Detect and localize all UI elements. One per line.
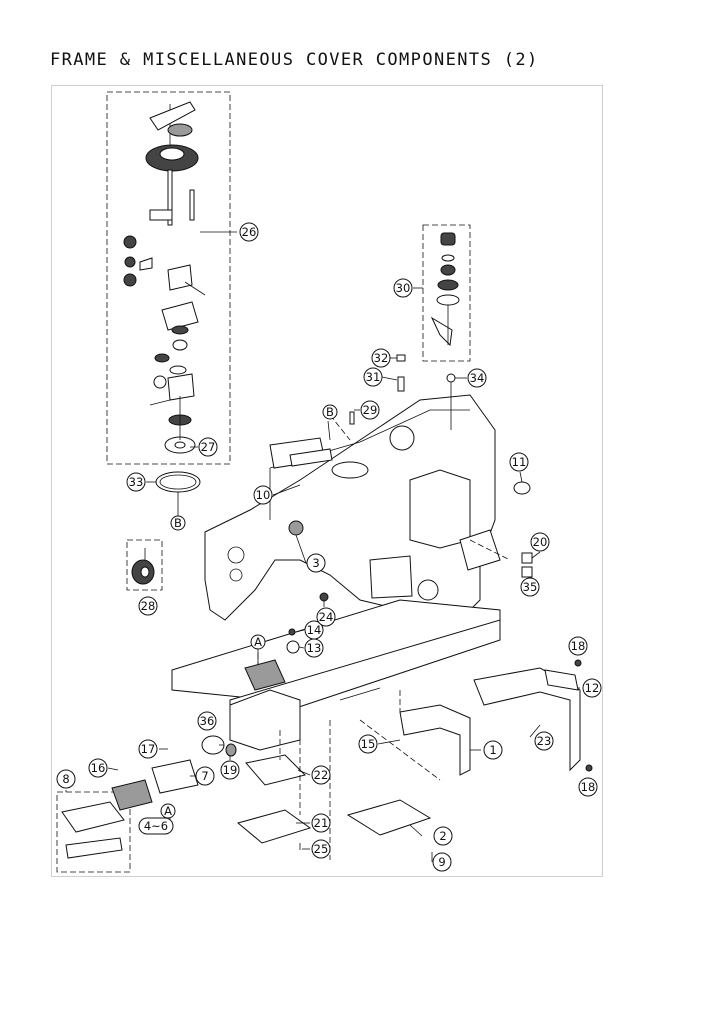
svg-text:18: 18 <box>581 780 596 794</box>
svg-text:28: 28 <box>141 599 156 613</box>
svg-text:14: 14 <box>307 623 322 637</box>
ref-b-ring: B <box>170 515 186 531</box>
part-21-plate <box>236 809 312 844</box>
callout-30: 30 <box>393 278 413 298</box>
part-1-bracket <box>399 704 471 776</box>
svg-text:27: 27 <box>201 440 216 454</box>
svg-text:34: 34 <box>470 371 485 385</box>
callout-21: 21 <box>311 813 331 833</box>
callout-22: 22 <box>311 765 331 785</box>
svg-text:21: 21 <box>314 816 329 830</box>
callout-1: 1 <box>483 740 503 760</box>
assembly-26 <box>123 101 206 454</box>
callout-2: 2 <box>433 826 453 846</box>
callout-19: 19 <box>220 760 240 780</box>
svg-text:20: 20 <box>533 535 548 549</box>
part-2-plate <box>346 799 432 836</box>
callout-36: 36 <box>197 711 217 731</box>
svg-text:3: 3 <box>312 556 319 570</box>
svg-text:18: 18 <box>571 639 586 653</box>
svg-text:24: 24 <box>319 610 334 624</box>
callout-12: 12 <box>582 678 602 698</box>
svg-text:4~6: 4~6 <box>144 819 168 833</box>
callout-7: 7 <box>195 766 215 786</box>
svg-text:22: 22 <box>314 768 329 782</box>
part-7-plate <box>151 759 199 794</box>
svg-text:26: 26 <box>242 225 257 239</box>
callout-33: 33 <box>126 472 146 492</box>
group-box-8 <box>56 791 131 873</box>
svg-text:10: 10 <box>256 488 271 502</box>
callout-16: 16 <box>88 758 108 778</box>
svg-text:29: 29 <box>363 403 378 417</box>
svg-text:36: 36 <box>200 714 215 728</box>
svg-text:A: A <box>254 635 262 649</box>
svg-text:30: 30 <box>396 281 411 295</box>
callout-35: 35 <box>520 577 540 597</box>
svg-text:32: 32 <box>374 351 389 365</box>
svg-text:9: 9 <box>438 855 445 869</box>
diagram-title: FRAME & MISCELLANEOUS COVER COMPONENTS (… <box>50 50 539 70</box>
svg-text:33: 33 <box>129 475 144 489</box>
callout-11: 11 <box>509 452 529 472</box>
callout-34: 34 <box>467 368 487 388</box>
svg-text:25: 25 <box>314 842 329 856</box>
callout-15: 15 <box>358 734 378 754</box>
callout-26: 26 <box>239 222 259 242</box>
callout-20: 20 <box>530 532 550 552</box>
ref-a-plate: A <box>160 803 176 819</box>
callout-23: 23 <box>534 731 554 751</box>
svg-text:A: A <box>164 804 172 818</box>
callout-28: 28 <box>138 596 158 616</box>
machine-frame <box>171 394 501 751</box>
callout-9: 9 <box>432 852 452 872</box>
svg-text:7: 7 <box>201 769 208 783</box>
callout-24: 24 <box>316 607 336 627</box>
leader-lines <box>65 231 580 850</box>
svg-text:31: 31 <box>366 370 381 384</box>
svg-text:16: 16 <box>91 761 106 775</box>
callout-18-top: 18 <box>568 636 588 656</box>
callout-10: 10 <box>253 485 273 505</box>
callout-31: 31 <box>363 367 383 387</box>
part-22-plate <box>245 754 306 786</box>
svg-text:15: 15 <box>361 737 376 751</box>
diagram-frame <box>51 85 603 877</box>
callout-25: 25 <box>311 839 331 859</box>
svg-text:13: 13 <box>307 641 322 655</box>
group-box-28 <box>126 539 163 591</box>
svg-text:B: B <box>326 405 334 419</box>
svg-text:2: 2 <box>439 829 446 843</box>
svg-text:11: 11 <box>512 455 527 469</box>
callout-18-bottom: 18 <box>578 777 598 797</box>
svg-text:17: 17 <box>141 742 156 756</box>
callout-4-6: 4~6 <box>138 817 174 835</box>
callout-14: 14 <box>304 620 324 640</box>
throat-plate <box>111 779 153 811</box>
callout-8: 8 <box>56 769 76 789</box>
part-12-plate <box>544 669 579 691</box>
svg-text:19: 19 <box>223 763 238 777</box>
callout-27: 27 <box>198 437 218 457</box>
svg-text:12: 12 <box>585 681 600 695</box>
assembly-30 <box>430 232 460 347</box>
group-box-30 <box>422 224 471 362</box>
svg-text:8: 8 <box>62 772 69 786</box>
callout-13: 13 <box>304 638 324 658</box>
callout-3: 3 <box>306 553 326 573</box>
svg-text:1: 1 <box>489 743 496 757</box>
ref-a-bed: A <box>250 634 266 650</box>
part-8-plate <box>61 801 125 833</box>
svg-text:35: 35 <box>523 580 538 594</box>
ref-b-frame: B <box>322 404 338 420</box>
callout-32: 32 <box>371 348 391 368</box>
svg-text:B: B <box>174 516 182 530</box>
callout-17: 17 <box>138 739 158 759</box>
group-box-26 <box>106 91 231 465</box>
callout-29: 29 <box>360 400 380 420</box>
svg-text:23: 23 <box>537 734 552 748</box>
